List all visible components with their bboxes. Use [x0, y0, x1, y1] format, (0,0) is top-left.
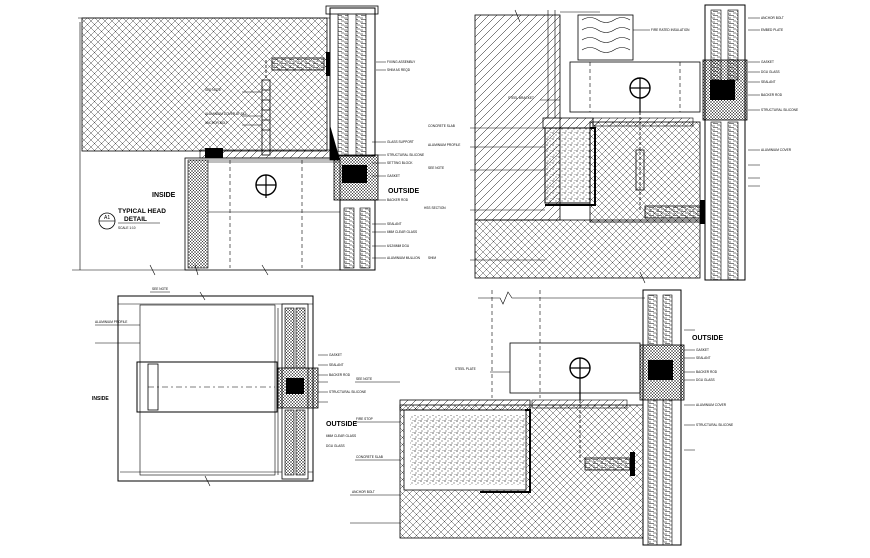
- note-cover-4: ALUMINIUM COVER: [696, 403, 727, 407]
- callout-number: A1: [104, 215, 110, 221]
- note-anchor: ANCHOR BOLT: [205, 121, 228, 125]
- note-dgu-2: DGU GLASS: [761, 70, 780, 74]
- note-glass-support: GLASS SUPPORT: [387, 140, 414, 144]
- detail-3-notes: SEE NOTE ALUMINIUM PROFILE GASKET SEALAN…: [95, 287, 366, 448]
- detail-1-head: INSIDE OUTSIDE A1 TYPICAL HEAD DETAIL SC…: [72, 5, 424, 276]
- note-profile-3: ALUMINIUM PROFILE: [95, 320, 127, 324]
- stipple-infill: [544, 127, 591, 204]
- note-backer-2: BACKER ROD: [761, 93, 783, 97]
- note-see-4: SEE NOTE: [356, 377, 372, 381]
- note-anchor-4: ANCHOR BOLT: [352, 490, 375, 494]
- detail-1-notes: SEE NOTE ALUMINIUM COVER AT SILL ANCHOR …: [205, 60, 424, 260]
- note-dgu: 6/12/6MM DGU: [387, 244, 410, 248]
- note-sealant: SEALANT: [387, 222, 402, 226]
- detail-4-notes: STEEL PLATE SEE NOTE FIRE STOP CONCRETE …: [350, 329, 733, 524]
- detail-4-sill: OUTSIDE STEEL PLATE SEE NOTE FIRE STOP C…: [350, 289, 733, 546]
- note-profile: ALUMINIUM PROFILE: [428, 143, 460, 147]
- diagonal-hatch-wall: [474, 14, 561, 221]
- note-cover: ALUMINIUM COVER AT SILL: [205, 112, 247, 116]
- note-mullion: ALUMINIUM MULLION: [387, 256, 421, 260]
- note-slab-4: CONCRETE SLAB: [356, 455, 383, 459]
- note-insulation: FIRE RATED INSULATION: [651, 28, 690, 32]
- note-backer-rod: BACKER ROD: [387, 198, 409, 202]
- outside-label-4: OUTSIDE: [692, 335, 723, 342]
- note-gasket-3: GASKET: [329, 353, 342, 357]
- note-see-note: SEE NOTE: [205, 88, 221, 92]
- anchor-bolt-4: [584, 457, 631, 471]
- concrete-slab: [81, 17, 328, 152]
- note-shim-2: SHIM: [428, 256, 436, 260]
- anchor-bolt-2: [644, 205, 701, 219]
- detail-2-notes: FIRE RATED INSULATION STEEL BRACKET CONC…: [424, 11, 798, 261]
- anchor-bolt: [271, 57, 325, 71]
- note-dgu-3: DGU GLASS: [326, 444, 345, 448]
- note-clear-glass: 6MM CLEAR GLASS: [387, 230, 417, 234]
- note-silicone-4: STRUCTURAL SILICONE: [696, 423, 733, 427]
- note-clear-3: 6MM CLEAR GLASS: [326, 434, 356, 438]
- note-shim: SHIM AS REQD: [387, 68, 411, 72]
- note-anchor-2: ANCHOR BOLT: [761, 16, 784, 20]
- note-gasket-2: GASKET: [761, 60, 774, 64]
- note-cover-2: ALUMINIUM COVER: [761, 148, 792, 152]
- inside-label: INSIDE: [152, 192, 176, 199]
- note-gasket: GASKET: [387, 174, 400, 178]
- detail-3-jamb: INSIDE OUTSIDE SEE NOTE ALUMINIUM PROFIL…: [92, 287, 366, 487]
- glazing-unit: [329, 7, 376, 157]
- outside-label: OUTSIDE: [388, 188, 419, 195]
- note-setting-block: SETTING BLOCK: [387, 161, 413, 165]
- note-sealant-4: SEALANT: [696, 356, 711, 360]
- note-gasket-4: GASKET: [696, 348, 709, 352]
- note-sealant-2: SEALANT: [761, 80, 776, 84]
- detail-scale: SCALE 1:10: [118, 226, 136, 230]
- note-embed: EMBED PLATE: [761, 28, 783, 32]
- note-see: SEE NOTE: [428, 166, 444, 170]
- note-fixing: FIXING ASSEMBLY: [387, 60, 416, 64]
- note-silicone-2: STRUCTURAL SILICONE: [761, 108, 798, 112]
- note-dgu-4: DGU GLASS: [696, 378, 715, 382]
- note-bracket: STEEL BRACKET: [508, 96, 534, 100]
- note-hss: HSS SECTION: [424, 206, 446, 210]
- note-backer-3: BACKER ROD: [329, 373, 351, 377]
- note-see-3: SEE NOTE: [152, 287, 168, 291]
- outside-label-3: OUTSIDE: [326, 421, 357, 428]
- note-sealant-3: SEALANT: [329, 363, 344, 367]
- note-slab: CONCRETE SLAB: [428, 124, 455, 128]
- note-plate-4: STEEL PLATE: [455, 367, 476, 371]
- detail-2-section: FIRE RATED INSULATION STEEL BRACKET CONC…: [424, 4, 798, 284]
- note-backer-4: BACKER ROD: [696, 370, 718, 374]
- concrete-mass: [474, 219, 701, 279]
- note-firestop-4: FIRE STOP: [356, 417, 373, 421]
- note-silicone-3: STRUCTURAL SILICONE: [329, 390, 366, 394]
- note-silicone: STRUCTURAL SILICONE: [387, 153, 424, 157]
- inside-label-3: INSIDE: [92, 396, 109, 402]
- detail-title-line2: DETAIL: [124, 216, 147, 223]
- stipple-infill-4: [410, 415, 525, 485]
- detail-title-line1: TYPICAL HEAD: [118, 208, 166, 215]
